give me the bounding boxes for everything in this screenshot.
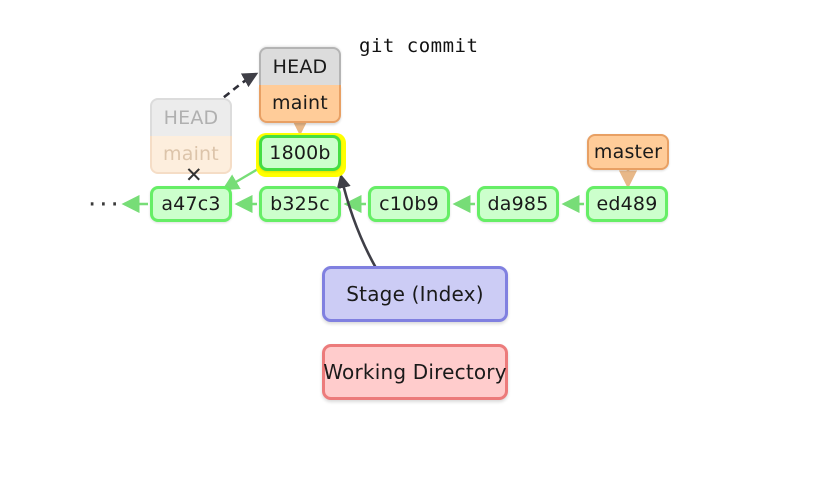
ghost-head-label: HEAD bbox=[150, 98, 232, 136]
commit-node-ed489[interactable]: ed489 bbox=[586, 186, 668, 222]
head-label[interactable]: HEAD bbox=[259, 47, 341, 85]
ghost-maint-label: maint bbox=[150, 136, 232, 174]
commit-node-a47c3[interactable]: a47c3 bbox=[150, 186, 232, 222]
history-ellipsis: ··· bbox=[88, 190, 122, 220]
stage-index-box[interactable]: Stage (Index) bbox=[322, 266, 508, 322]
commit-node-1800b[interactable]: 1800b bbox=[259, 135, 341, 171]
working-directory-box[interactable]: Working Directory bbox=[322, 344, 508, 400]
branch-label-maint[interactable]: maint bbox=[259, 85, 341, 123]
branch-label-master[interactable]: master bbox=[587, 134, 669, 170]
commit-node-da985[interactable]: da985 bbox=[477, 186, 559, 222]
page-title: git commit bbox=[359, 35, 479, 57]
commit-node-b325c[interactable]: b325c bbox=[259, 186, 341, 222]
ghost-ref-removed-mark: ✕ bbox=[185, 163, 203, 187]
commit-node-c10b9[interactable]: c10b9 bbox=[368, 186, 450, 222]
